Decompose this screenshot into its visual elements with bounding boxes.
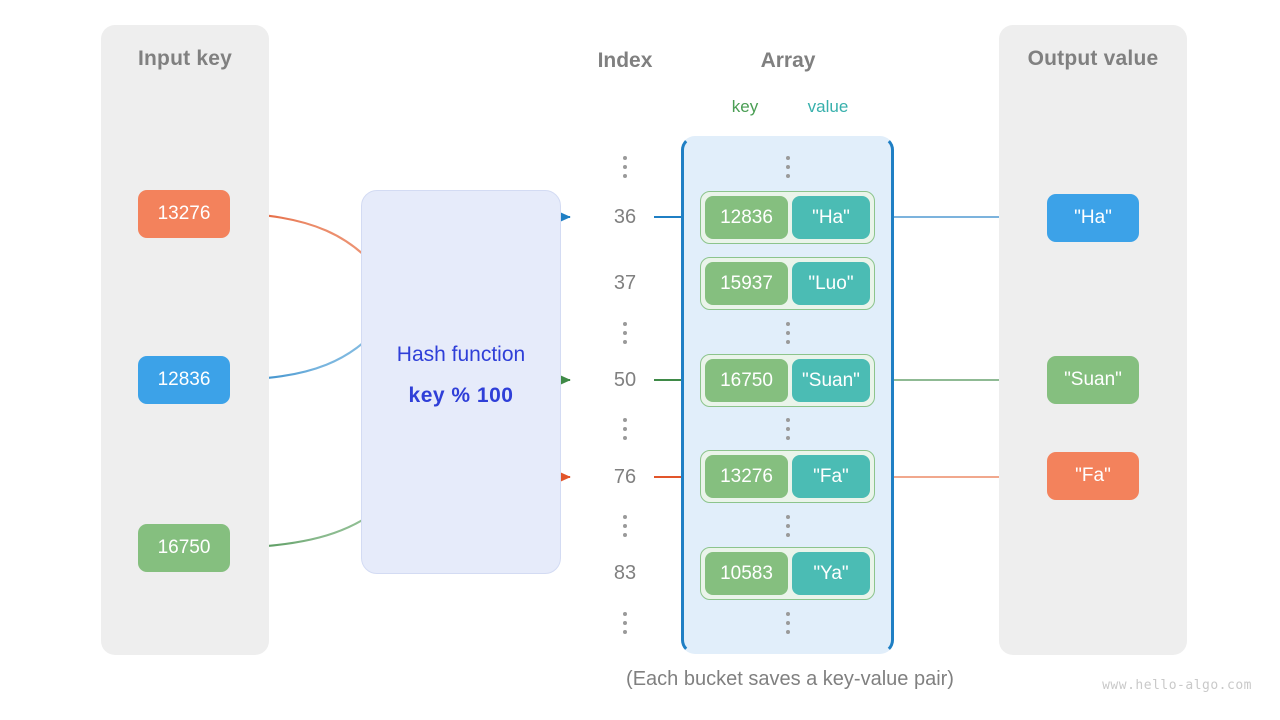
hash-function-box: Hash function key % 100 [361, 190, 561, 574]
index-ellipsis-icon [620, 515, 630, 537]
bucket-37-value: "Luo" [791, 262, 870, 305]
hash-function-label: Hash function [396, 343, 526, 366]
bucket-36-value: "Ha" [791, 196, 870, 239]
bucket-37[interactable]: 15937 "Luo" [700, 257, 875, 310]
bucket-36[interactable]: 12836 "Ha" [700, 191, 875, 244]
array-ellipsis-icon [783, 156, 793, 178]
bucket-50-value: "Suan" [791, 359, 870, 402]
output-value-ha[interactable]: "Ha" [1047, 194, 1139, 242]
site-watermark: www.hello-algo.com [1102, 678, 1252, 693]
input-key-12836-label: 12836 [157, 369, 211, 390]
input-panel-title: Input key [138, 47, 232, 70]
bucket-83-value: "Ya" [791, 552, 870, 595]
index-ellipsis-icon [620, 322, 630, 344]
index-ellipsis-icon [620, 156, 630, 178]
output-value-suan[interactable]: "Suan" [1047, 356, 1139, 404]
hash-function-formula: key % 100 [408, 384, 514, 407]
bucket-76-value: "Fa" [791, 455, 870, 498]
output-value-fa[interactable]: "Fa" [1047, 452, 1139, 500]
bucket-36-key: 12836 [705, 196, 788, 239]
bucket-76-key: 13276 [705, 455, 788, 498]
index-label-83: 83 [613, 562, 637, 584]
array-ellipsis-icon [783, 418, 793, 440]
index-label-37: 37 [613, 272, 637, 294]
index-label-36: 36 [613, 206, 637, 228]
index-label-50: 50 [613, 369, 637, 391]
input-key-12836[interactable]: 12836 [138, 356, 230, 404]
array-ellipsis-icon [783, 322, 793, 344]
bucket-83[interactable]: 10583 "Ya" [700, 547, 875, 600]
array-ellipsis-icon [783, 515, 793, 537]
output-value-suan-label: "Suan" [1064, 369, 1122, 390]
output-panel-title: Output value [1027, 47, 1159, 70]
array-column-heading: Array [760, 49, 816, 72]
input-key-13276-label: 13276 [157, 203, 211, 224]
value-subheading: value [807, 97, 849, 116]
bucket-37-key: 15937 [705, 262, 788, 305]
key-subheading: key [731, 97, 759, 116]
diagram-caption: (Each bucket saves a key-value pair) [626, 668, 954, 690]
output-value-fa-label: "Fa" [1075, 465, 1111, 486]
array-ellipsis-icon [783, 612, 793, 634]
bucket-83-key: 10583 [705, 552, 788, 595]
index-column-heading: Index [597, 49, 653, 72]
output-value-ha-label: "Ha" [1074, 207, 1112, 228]
input-key-16750-label: 16750 [157, 537, 211, 558]
input-key-16750[interactable]: 16750 [138, 524, 230, 572]
bucket-50[interactable]: 16750 "Suan" [700, 354, 875, 407]
index-label-76: 76 [613, 466, 637, 488]
index-ellipsis-icon [620, 418, 630, 440]
index-ellipsis-icon [620, 612, 630, 634]
input-key-13276[interactable]: 13276 [138, 190, 230, 238]
bucket-50-key: 16750 [705, 359, 788, 402]
bucket-76[interactable]: 13276 "Fa" [700, 450, 875, 503]
output-value-panel: Output value [999, 25, 1187, 655]
